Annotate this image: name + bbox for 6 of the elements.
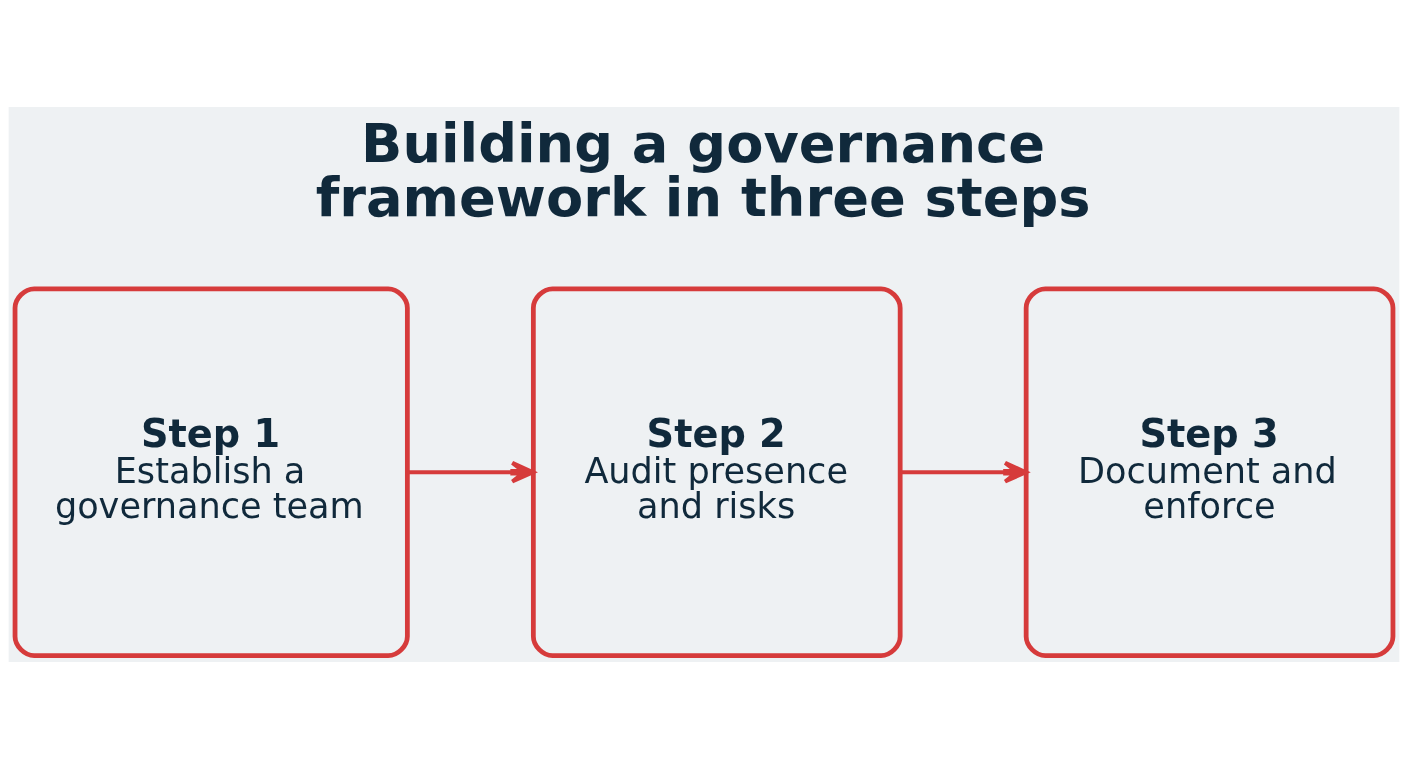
node-box: Step 2 Audit presence and risks [530,285,903,658]
diagram-title: Building a governance framework in three steps [315,111,1091,229]
arrow [900,460,1028,484]
node-box: Step 3 Document and enforce [1023,285,1396,658]
node-box: Step 1 Establish a governance team [12,285,410,658]
arrow [407,460,536,484]
